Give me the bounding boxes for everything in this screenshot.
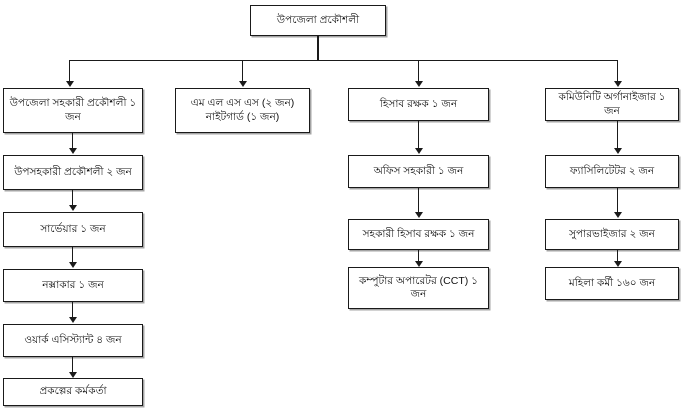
arrow-column-4 (613, 81, 622, 87)
node-supervisor: সুপারভাইজার ২ জন (545, 219, 679, 250)
node-project-officer: প্রকল্পের কর্মকর্তা (3, 378, 143, 406)
arrow-c1-2 (68, 205, 77, 211)
node-label: ওয়ার্ক এসিস্ট্যান্ট ৪ জন (24, 333, 122, 346)
node-label: সহকারী হিসাব রক্ষক ১ জন (362, 227, 475, 240)
node-draftsman: নক্সাকার ১ জন (3, 269, 143, 302)
node-facilitator: ফ্যাসিলিটেটর ২ জন (545, 155, 679, 188)
node-label: কম্পুটার অপারেটর (CCT) ১ জন (359, 274, 478, 300)
connector-c3-1 (418, 121, 419, 149)
arrow-c4-2 (613, 212, 622, 218)
node-upazila-assistant-engineer: উপজেলা সহকারী প্রকৌশলী ১ জন (3, 88, 143, 133)
node-office-assistant: অফিস সহকারী ১ জন (348, 155, 489, 188)
connector-c3-3 (418, 250, 419, 262)
node-computer-operator: কম্পুটার অপারেটর (CCT) ১ জন (348, 267, 489, 309)
node-community-organizer: কমিউনিটি অর্গানাইজার ১ জন (545, 88, 679, 121)
arrow-c1-5 (68, 372, 77, 378)
connector-horizontal-bus (69, 60, 618, 61)
node-work-assistant: ওয়ার্ক এসিস্ট্যান্ট ৪ জন (3, 324, 143, 357)
node-surveyor: সার্ভেয়ার ১ জন (3, 212, 143, 247)
arrow-c1-1 (68, 148, 77, 154)
connector-c1-3 (72, 247, 73, 263)
connector-c1-1 (72, 133, 73, 149)
arrow-c1-3 (68, 262, 77, 268)
node-mlss-nightguard: এম এল এস এস (২ জন) নাইটগার্ড (১ জন) (175, 88, 310, 133)
node-label: হিসাব রক্ষক ১ জন (379, 97, 458, 110)
connector-c4-1 (617, 121, 618, 149)
node-label: মহিলা কর্মী ১৬০ জন (568, 276, 656, 289)
node-label: উপসহকারী প্রকৌশলী ২ জন (14, 165, 132, 178)
node-label: উপজেলা প্রকৌশলী (276, 13, 360, 26)
node-label: উপজেলা সহকারী প্রকৌশলী ১ জন (9, 97, 137, 123)
connector-drop-column-3 (418, 60, 419, 82)
arrow-column-2 (238, 81, 247, 87)
connector-root-stem (317, 36, 319, 61)
node-label: ফ্যাসিলিটেটর ২ জন (569, 164, 655, 177)
connector-c1-2 (72, 190, 73, 206)
arrow-column-3 (414, 81, 423, 87)
connector-c4-3 (617, 250, 618, 262)
arrow-c4-1 (613, 148, 622, 154)
node-label: কমিউনিটি অর্গানাইজার ১ জন (558, 91, 666, 117)
arrow-c3-2 (414, 212, 423, 218)
connector-drop-column-2 (242, 60, 243, 82)
node-label: প্রকল্পের কর্মকর্তা (39, 385, 107, 398)
connector-drop-column-1 (69, 60, 70, 82)
connector-c1-5 (72, 357, 73, 373)
arrow-c4-3 (613, 261, 622, 267)
node-assistant-accountant: সহকারী হিসাব রক্ষক ১ জন (348, 219, 489, 250)
arrow-c1-4 (68, 317, 77, 323)
arrow-c3-1 (414, 148, 423, 154)
arrow-c3-3 (414, 261, 423, 267)
node-label: অফিস সহকারী ১ জন (373, 164, 464, 177)
node-accountant: হিসাব রক্ষক ১ জন (348, 88, 489, 121)
arrow-column-1 (65, 81, 74, 87)
node-label: এম এল এস এস (২ জন) নাইটগার্ড (১ জন) (190, 97, 295, 123)
node-sub-assistant-engineer: উপসহকারী প্রকৌশলী ২ জন (3, 155, 143, 190)
connector-drop-column-4 (617, 60, 618, 82)
connector-c1-4 (72, 302, 73, 318)
node-label: নক্সাকার ১ জন (42, 278, 104, 291)
connector-c3-2 (418, 188, 419, 213)
node-upazila-engineer: উপজেলা প্রকৌশলী (250, 5, 386, 36)
node-female-worker: মহিলা কর্মী ১৬০ জন (545, 267, 679, 300)
connector-c4-2 (617, 188, 618, 213)
node-label: সুপারভাইজার ২ জন (569, 227, 655, 240)
node-label: সার্ভেয়ার ১ জন (40, 222, 106, 235)
